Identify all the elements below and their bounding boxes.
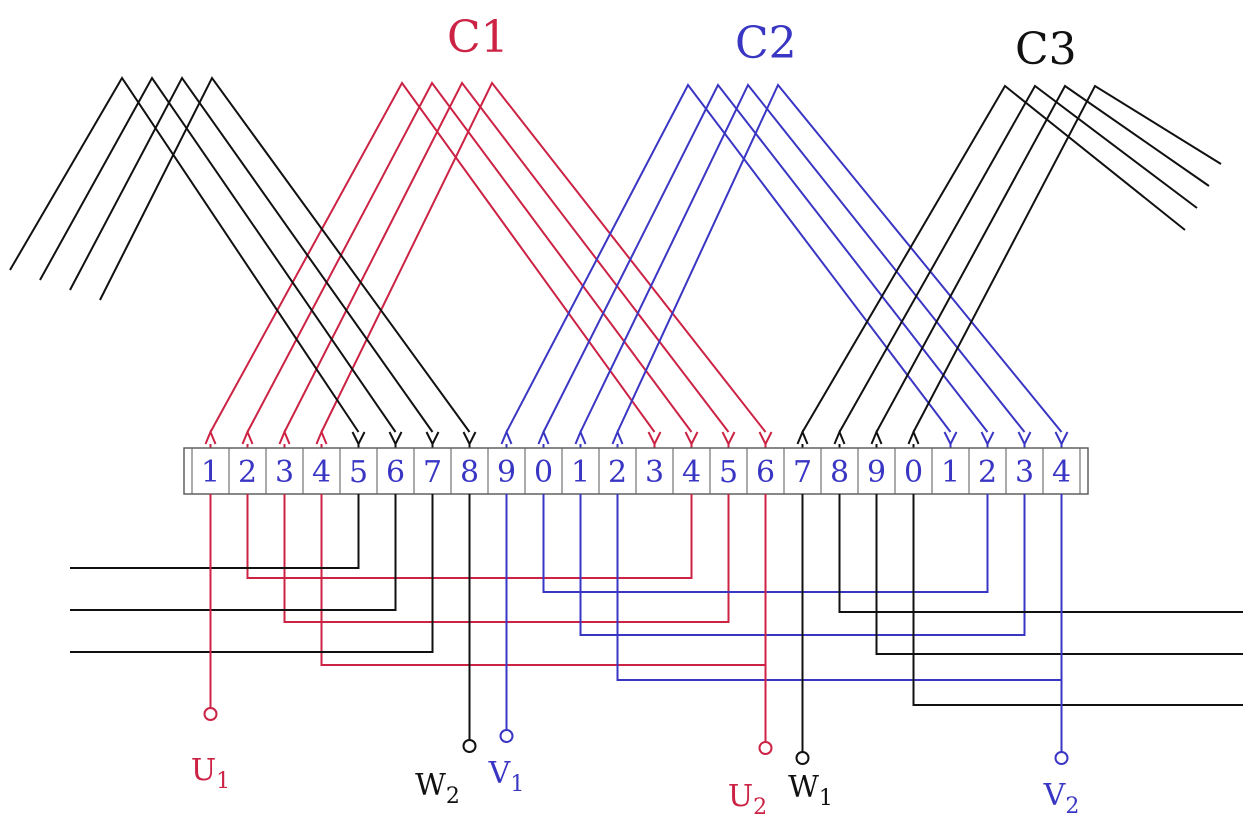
arrow-down-icon [1017, 431, 1032, 447]
slot-number: 8 [460, 455, 479, 490]
coil-span [69, 76, 434, 433]
slot-number: 3 [275, 455, 294, 490]
end-connection [838, 494, 1243, 613]
terminal-circle-icon [462, 739, 477, 753]
coil-span [838, 84, 1198, 433]
terminal-label: U1 [191, 753, 230, 794]
arrow-up-icon [500, 429, 513, 445]
slot-number: 1 [201, 455, 220, 490]
coil-group-label-c3: C3 [1015, 24, 1077, 75]
slot-number: 0 [904, 455, 923, 490]
end-connection [70, 494, 397, 611]
slot-number: 2 [978, 455, 997, 490]
slot-number: 5 [719, 455, 738, 490]
coil-span [39, 76, 397, 433]
slot-number: 6 [386, 455, 405, 490]
arrow-up-icon [278, 429, 291, 445]
slot-number: 2 [238, 455, 257, 490]
arrow-up-icon [907, 429, 920, 445]
slot-number: 4 [1052, 455, 1071, 490]
coil-span [801, 84, 1186, 433]
arrow-up-icon [833, 429, 846, 445]
arrow-down-icon [721, 431, 736, 447]
slot-number: 2 [608, 455, 627, 490]
arrow-up-icon [241, 429, 254, 445]
arrow-down-icon [943, 431, 958, 447]
coil-span [579, 83, 1026, 433]
arrow-down-icon [388, 431, 403, 447]
slot-number: 5 [349, 455, 368, 490]
terminal-label: V1 [488, 756, 525, 797]
arrow-down-icon [758, 431, 773, 447]
slot-number: 7 [423, 455, 442, 490]
terminal-circle-icon [1054, 751, 1069, 765]
end-connection [875, 494, 1243, 655]
slot-number: 9 [497, 455, 516, 490]
coil-lines [9, 76, 1222, 448]
coil-group-label-c2: C2 [735, 18, 797, 69]
terminal-circle-icon [758, 741, 773, 755]
arrow-up-icon [611, 429, 624, 445]
arrow-down-icon [684, 431, 699, 447]
terminal-circle-icon [795, 751, 810, 765]
end-connection [912, 494, 1243, 706]
terminal-label: U2 [728, 779, 767, 818]
arrow-up-icon [204, 429, 217, 445]
arrow-up-icon [574, 429, 587, 445]
slot-number: 6 [756, 455, 775, 490]
coil-group-label-c1: C1 [447, 12, 509, 63]
coil-span [283, 81, 730, 433]
end-connection [70, 494, 434, 653]
arrow-down-icon [462, 431, 477, 447]
coil-span [209, 81, 656, 433]
terminal-label: W1 [788, 770, 833, 811]
slot-number: 7 [793, 455, 812, 490]
terminal-label: W2 [415, 768, 460, 809]
arrow-up-icon [870, 429, 883, 445]
slot-number: 0 [534, 455, 553, 490]
end-connection [70, 494, 360, 569]
slot-number: 1 [571, 455, 590, 490]
coil-span [875, 84, 1210, 433]
slot-number: 4 [682, 455, 701, 490]
coil-span [99, 76, 471, 433]
slot-number: 8 [830, 455, 849, 490]
arrow-up-icon [315, 429, 328, 445]
slot-number: 3 [1015, 455, 1034, 490]
coil-span [9, 76, 360, 433]
coil-span [320, 81, 767, 433]
arrow-up-icon [537, 429, 550, 445]
coil-span [616, 83, 1063, 433]
coil-span [505, 83, 952, 433]
arrow-down-icon [647, 431, 662, 447]
slot-number: 4 [312, 455, 331, 490]
arrow-down-icon [980, 431, 995, 447]
coil-span [542, 83, 989, 433]
slot-number: 9 [867, 455, 886, 490]
arrow-down-icon [425, 431, 440, 447]
slot-number: 3 [645, 455, 664, 490]
terminal-circle-icon [203, 707, 218, 721]
arrow-up-icon [796, 429, 809, 445]
slot-number: 1 [941, 455, 960, 490]
arrow-down-icon [351, 431, 366, 447]
terminal-circle-icon [499, 729, 514, 743]
coil-span [246, 81, 693, 433]
coil-span [912, 84, 1222, 433]
terminal-label: V2 [1043, 778, 1080, 818]
end-connections [70, 494, 1243, 706]
arrow-down-icon [1054, 431, 1069, 447]
